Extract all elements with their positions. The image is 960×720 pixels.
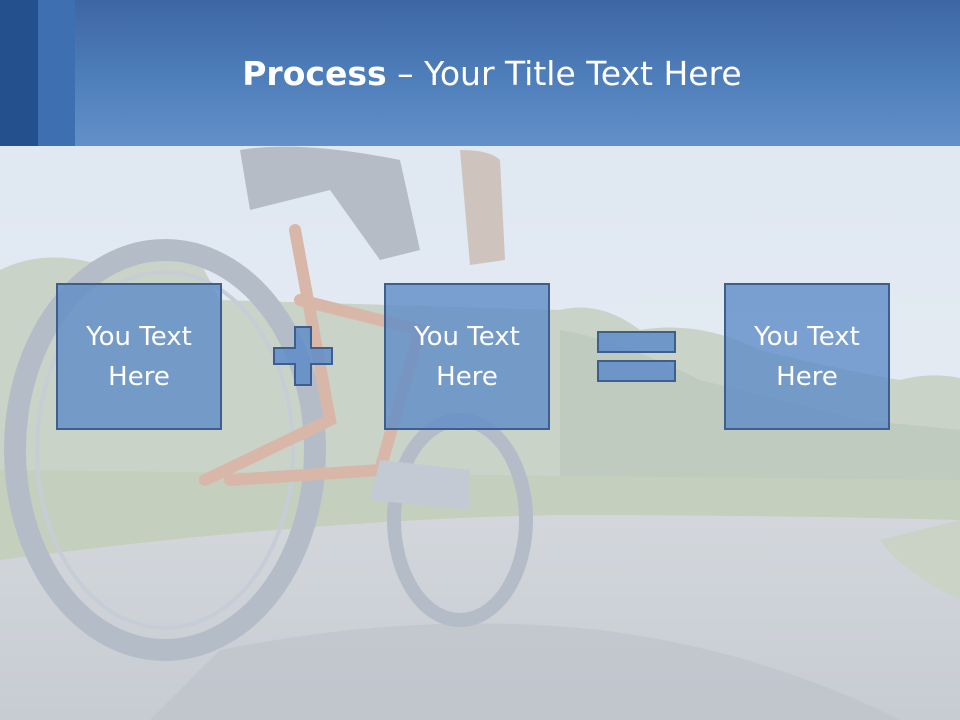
equals-icon <box>597 331 676 382</box>
process-step-2[interactable]: You Text Here <box>384 283 550 430</box>
plus-icon <box>273 326 333 386</box>
process-step-3[interactable]: You Text Here <box>724 283 890 430</box>
step-2-line-2: Here <box>436 361 498 392</box>
header-accent-stripe <box>0 0 38 146</box>
slide-header: Process – Your Title Text Here <box>0 0 960 146</box>
slide-title[interactable]: Process – Your Title Text Here <box>0 52 960 96</box>
step-3-line-2: Here <box>776 361 838 392</box>
header-accent-stripe-light <box>38 0 75 146</box>
step-1-line-2: Here <box>108 361 170 392</box>
step-3-line-1: You Text <box>754 321 860 352</box>
step-1-line-1: You Text <box>86 321 192 352</box>
step-2-line-1: You Text <box>414 321 520 352</box>
slide-title-bold: Process <box>242 54 387 93</box>
slide-title-rest: – Your Title Text Here <box>386 54 742 93</box>
process-step-1[interactable]: You Text Here <box>56 283 222 430</box>
